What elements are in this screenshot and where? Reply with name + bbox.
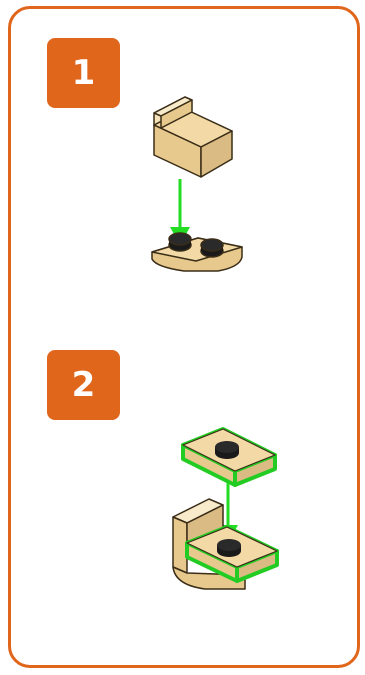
- step-2-number: 2: [47, 350, 120, 420]
- step-2-illustration: [172, 427, 279, 590]
- step-2-top-plate: [181, 427, 277, 487]
- step-1-number: 1: [47, 38, 120, 108]
- step-1-l-brick: [153, 96, 233, 178]
- step-2-chair-assembly: [172, 498, 246, 590]
- step-1-illustration: [151, 96, 243, 272]
- step-1-base-plate: [151, 232, 243, 272]
- step-2-seat-plate: [185, 525, 279, 583]
